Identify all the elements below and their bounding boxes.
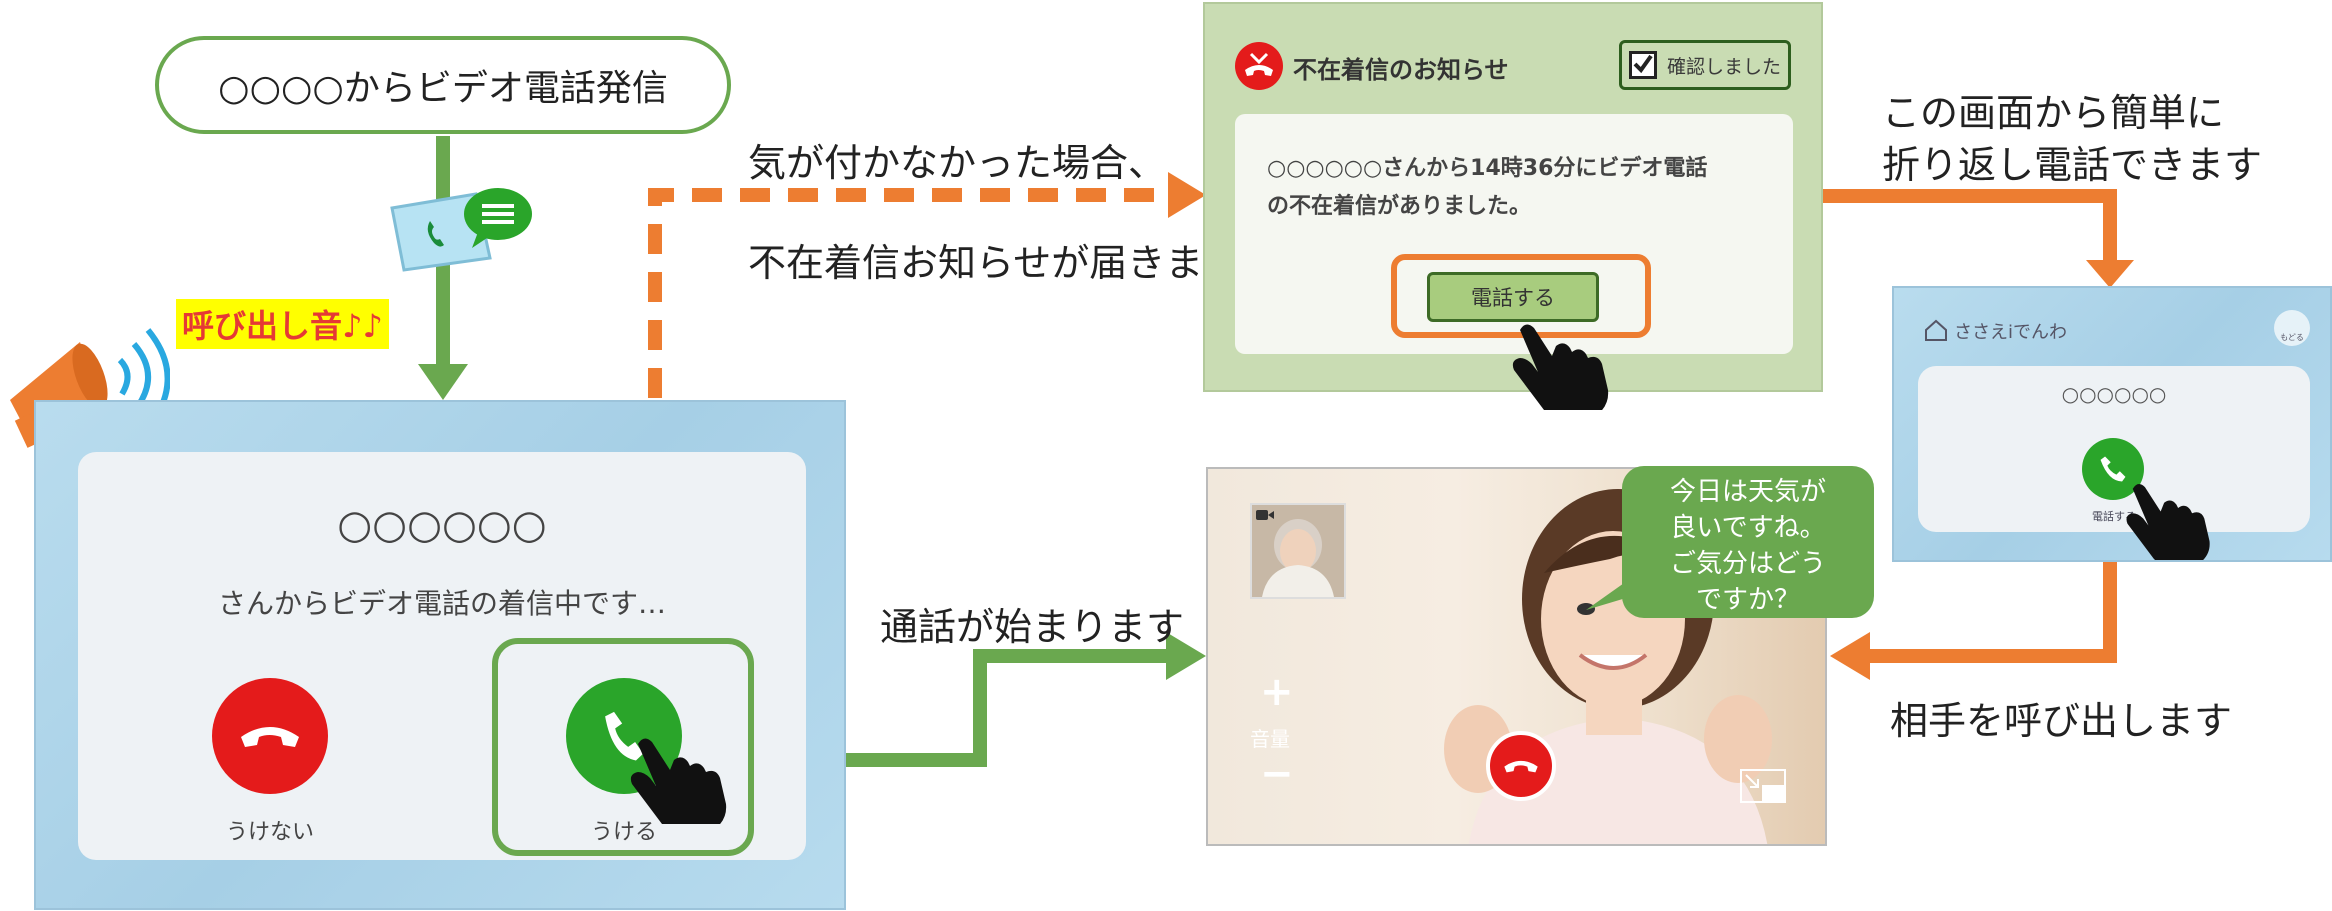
start-call-pill: ○○○○からビデオ電話発信 bbox=[155, 36, 731, 134]
callback-note-line2: 折り返し電話できます bbox=[1882, 143, 2263, 187]
notification-message-line1: ○○○○○○さんから14時36分にビデオ電話 bbox=[1267, 156, 1708, 181]
video-phone-icon bbox=[390, 188, 532, 272]
ringtone-label: 呼び出し音♪♪ bbox=[176, 299, 389, 349]
notification-call-button[interactable]: 電話する bbox=[1427, 272, 1599, 322]
speech-line-4: ですか？ bbox=[1695, 585, 1800, 615]
call-other-label: 相手を呼び出します bbox=[1890, 699, 2233, 743]
accept-label: うける bbox=[590, 820, 657, 845]
speech-line-3: ご気分はどう bbox=[1669, 549, 1826, 579]
arrow-missed-head bbox=[1168, 172, 1206, 218]
arrow-accept bbox=[750, 649, 1170, 767]
callback-note-line1: この画面から簡単に bbox=[1882, 91, 2225, 135]
arrow-call-other-head bbox=[1830, 632, 1870, 680]
arrow-call-other bbox=[1866, 562, 2117, 663]
speech-bubble-tail bbox=[1586, 576, 1634, 610]
volume-label: 音量 bbox=[1250, 727, 1290, 751]
camera-icon bbox=[1256, 510, 1274, 520]
hangup-icon bbox=[1504, 760, 1538, 773]
tap-hand-icon bbox=[2126, 484, 2210, 560]
phone-icon bbox=[605, 711, 644, 761]
confirm-button[interactable]: 確認しました bbox=[1619, 40, 1791, 90]
incoming-call-screen: ○○○○○○ さんからビデオ電話の着信中です… うけない うける bbox=[34, 400, 846, 910]
decline-button[interactable] bbox=[212, 678, 328, 794]
volume-down-button[interactable]: − bbox=[1260, 751, 1294, 797]
home-icon bbox=[1925, 319, 1947, 341]
back-label: もどる bbox=[2280, 333, 2304, 342]
self-view-thumbnail bbox=[1250, 503, 1346, 599]
tap-hand-icon bbox=[1512, 324, 1609, 410]
missed-note-line2: 不在着信お知らせが届きます bbox=[748, 241, 1242, 285]
arrow-callback bbox=[1823, 189, 2117, 265]
tap-hand-icon bbox=[630, 738, 727, 824]
arrow-callback-head bbox=[2086, 260, 2134, 288]
speech-bubble: 今日は天気が 良いですね。 ご気分はどう ですか？ bbox=[1622, 466, 1874, 618]
speech-line-2: 良いですね。 bbox=[1670, 513, 1826, 543]
hangup-icon bbox=[241, 727, 299, 747]
arrow-start-head bbox=[418, 364, 468, 400]
arrow-accept-head bbox=[1166, 632, 1206, 680]
phone-app-contact: ○○○○○○ bbox=[2061, 382, 2167, 406]
decline-label: うけない bbox=[225, 820, 314, 845]
phone-icon bbox=[2100, 456, 2126, 482]
missed-call-notification: 不在着信のお知らせ 確認しました ○○○○○○さんから14時36分にビデオ電話 … bbox=[1203, 2, 1823, 392]
speech-line-1: 今日は天気が bbox=[1669, 477, 1826, 507]
caller-name: ○○○○○○ bbox=[337, 502, 547, 548]
arrow-missed-dashed bbox=[648, 188, 1172, 398]
notification-title: 不在着信のお知らせ bbox=[1293, 56, 1509, 84]
notification-message-line2: の不在着信がありました。 bbox=[1267, 194, 1532, 219]
missed-note-line1: 気が付かなかった場合、 bbox=[748, 141, 1167, 185]
missed-call-icon bbox=[1235, 42, 1283, 90]
volume-up-button[interactable]: + bbox=[1260, 669, 1294, 715]
confirm-label: 確認しました bbox=[1666, 55, 1781, 78]
video-call-screen: + 音量 − bbox=[1206, 467, 1827, 846]
incoming-message: さんからビデオ電話の着信中です… bbox=[217, 587, 666, 620]
accept-button[interactable] bbox=[566, 678, 682, 794]
phone-app-call-label: 電話する bbox=[2092, 510, 2136, 523]
minimize-icon[interactable] bbox=[1740, 769, 1786, 803]
notification-call-label: 電話する bbox=[1471, 286, 1555, 310]
start-call-label: ○○○○からビデオ電話発信 bbox=[218, 68, 668, 109]
accept-highlight-frame bbox=[492, 638, 754, 856]
checkbox-icon bbox=[1628, 51, 1657, 79]
call-button-highlight bbox=[1391, 254, 1651, 338]
phone-app-brand: ささえiでんわ bbox=[1954, 322, 2068, 343]
call-starts-label: 通話が始まります bbox=[880, 605, 1185, 649]
back-button[interactable]: もどる bbox=[2274, 310, 2310, 346]
hangup-button[interactable] bbox=[1486, 731, 1556, 801]
phone-app-screen: ささえiでんわ もどる ○○○○○○ 電話する bbox=[1892, 286, 2332, 562]
